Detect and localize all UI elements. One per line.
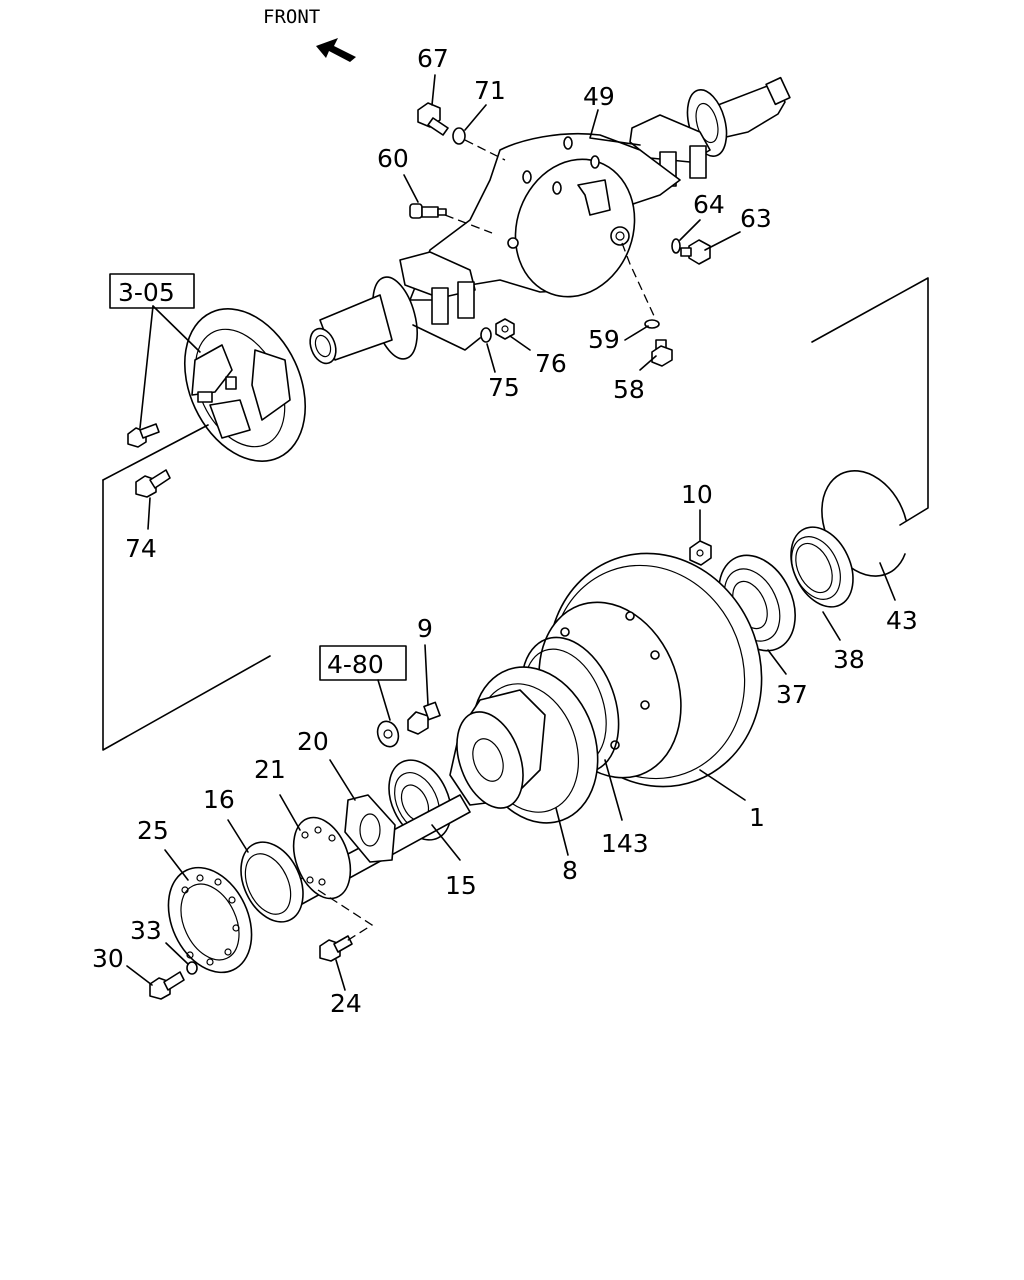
callout-25: 25 [137, 816, 169, 845]
callout-64: 64 [693, 190, 725, 219]
callout-30: 30 [92, 944, 124, 973]
callout-143: 143 [601, 829, 649, 858]
callout-49: 49 [583, 82, 615, 111]
bolt-74 [135, 469, 171, 498]
callout-33: 33 [130, 916, 162, 945]
washer-64 [671, 238, 681, 254]
breather-60 [409, 203, 447, 219]
plug-58 [651, 339, 673, 367]
bolt-67 [417, 102, 449, 136]
callout-21: 21 [254, 755, 286, 784]
callout-1: 1 [749, 803, 765, 832]
seal-16 [240, 841, 304, 923]
callout-20: 20 [297, 727, 329, 756]
reference-box-3-05: 3-05 [109, 273, 195, 309]
hub-8 [449, 666, 599, 824]
front-label: FRONT [263, 6, 320, 28]
brake-assembly [183, 308, 307, 462]
washer-75 [480, 327, 492, 343]
callout-15: 15 [445, 871, 477, 900]
leader-lines [102, 74, 929, 991]
washer-33 [186, 961, 198, 975]
reference-4-80: 4-80 [327, 650, 384, 679]
callout-59: 59 [588, 325, 620, 354]
callout-37: 37 [776, 680, 808, 709]
lock-plate-21 [292, 816, 352, 900]
retainer-20 [344, 794, 396, 863]
callout-16: 16 [203, 785, 235, 814]
callout-labels: 67 71 49 60 64 63 59 58 76 75 74 10 9 43… [92, 44, 918, 1018]
callout-63: 63 [740, 204, 772, 233]
callout-74: 74 [125, 534, 157, 563]
direction-arrow-icon [316, 38, 356, 62]
bolt-24 [319, 935, 353, 962]
axle-housing [309, 76, 791, 365]
callout-75: 75 [488, 373, 520, 402]
nut-10 [689, 540, 712, 566]
plug-63 [680, 239, 711, 265]
oil-seal-38 [790, 526, 854, 608]
nut-76 [495, 318, 515, 340]
washer-71 [452, 127, 466, 145]
callout-71: 71 [474, 76, 506, 105]
hub-bolt-9 [407, 701, 441, 735]
callout-58: 58 [613, 375, 645, 404]
callout-67: 67 [417, 44, 449, 73]
callout-8: 8 [562, 856, 578, 885]
callout-10: 10 [681, 480, 713, 509]
callout-24: 24 [330, 989, 362, 1018]
snap-ring-43 [821, 470, 907, 577]
reference-3-05: 3-05 [118, 278, 175, 307]
reference-box-4-80: 4-80 [319, 645, 407, 681]
callout-43: 43 [886, 606, 918, 635]
wheel-nut [376, 720, 400, 748]
callout-76: 76 [535, 349, 567, 378]
callout-60: 60 [377, 144, 409, 173]
bolt-30 [149, 971, 185, 1000]
bolt-brake-a [127, 423, 160, 448]
hub-cap-25 [167, 866, 253, 974]
callout-38: 38 [833, 645, 865, 674]
callout-9: 9 [417, 614, 433, 643]
